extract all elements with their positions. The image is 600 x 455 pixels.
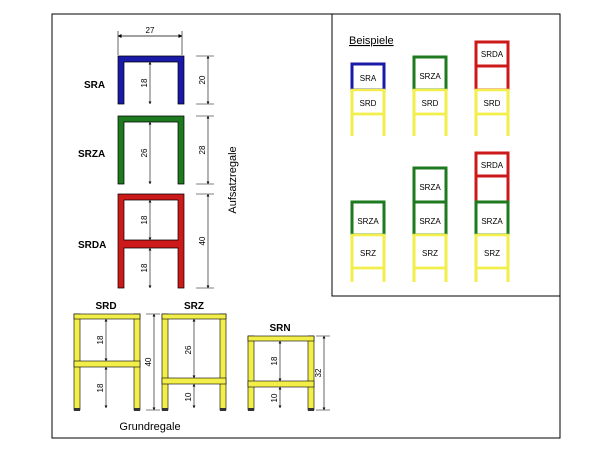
example-4: SRZA SRZ <box>350 200 386 282</box>
grundregale-heading: Grundregale <box>119 421 180 433</box>
srda-outer-dim: 40 <box>198 236 207 245</box>
examples-box <box>331 13 561 297</box>
unit-srda: SRDA 18 18 40 <box>78 193 214 289</box>
srz-inner-dim-top: 26 <box>184 345 193 354</box>
example-3-top-label: SRDA <box>481 50 504 59</box>
example-1: SRA SRD <box>350 62 386 136</box>
srda-inner-dim-bottom: 18 <box>140 263 149 272</box>
sra-outer-dim: 20 <box>198 75 207 84</box>
unit-srza: SRZA 26 28 <box>78 115 214 185</box>
srn-label: SRN <box>269 323 290 334</box>
aufsatzregale-heading: Aufsatzregale <box>227 146 239 213</box>
srda-inner-dim-top: 18 <box>140 215 149 224</box>
example-6-top2-label: SRZA <box>481 217 503 226</box>
beispiele-heading: Beispiele <box>349 35 394 47</box>
sra-label: SRA <box>84 80 105 91</box>
example-5-top1-label: SRZA <box>419 183 441 192</box>
srz-inner-dim-bottom: 10 <box>184 392 193 401</box>
srz-label: SRZ <box>184 301 204 312</box>
example-2-top-label: SRZA <box>419 72 441 81</box>
srza-frame <box>117 115 185 185</box>
unit-sra: 27 SRA 18 20 <box>84 26 214 105</box>
example-4-top-label: SRZA <box>357 217 379 226</box>
srza-outer-dim: 28 <box>198 145 207 154</box>
example-6-top1-label: SRDA <box>481 161 504 170</box>
example-6: SRDA SRZA SRZ <box>474 151 510 282</box>
example-6-base-label: SRZ <box>484 249 500 258</box>
base-height-dim: 40 <box>144 357 153 366</box>
srn-inner-dim-top: 18 <box>270 356 279 365</box>
base-shared-dimension: 40 <box>144 313 160 411</box>
srd-inner-dim-bottom: 18 <box>96 383 105 392</box>
example-5: SRZA SRZA SRZ <box>412 166 448 282</box>
sra-inner-dim: 18 <box>140 78 149 87</box>
example-1-top-label: SRA <box>360 74 377 83</box>
example-2: SRZA SRD <box>412 55 448 136</box>
srda-frame <box>117 193 185 289</box>
example-2-base-label: SRD <box>422 99 439 108</box>
srda-label: SRDA <box>78 240 106 251</box>
example-3: SRDA SRD <box>474 40 510 136</box>
srn-inner-dim-bottom: 10 <box>270 393 279 402</box>
srd-inner-dim-top: 18 <box>96 335 105 344</box>
example-5-top2-label: SRZA <box>419 217 441 226</box>
unit-srz: SRZ 26 10 <box>161 301 227 411</box>
srza-inner-dim: 26 <box>140 148 149 157</box>
example-3-base-label: SRD <box>484 99 501 108</box>
srza-label: SRZA <box>78 149 105 160</box>
srn-outer-dim: 32 <box>314 368 323 377</box>
example-4-base-label: SRZ <box>360 249 376 258</box>
unit-srd: SRD 18 18 <box>73 301 141 411</box>
sra-frame <box>117 55 185 105</box>
example-5-base-label: SRZ <box>422 249 438 258</box>
example-1-base-label: SRD <box>360 99 377 108</box>
width-dimension-label: 27 <box>146 26 155 35</box>
srd-label: SRD <box>95 301 116 312</box>
unit-srn: SRN 18 10 32 <box>247 323 330 411</box>
